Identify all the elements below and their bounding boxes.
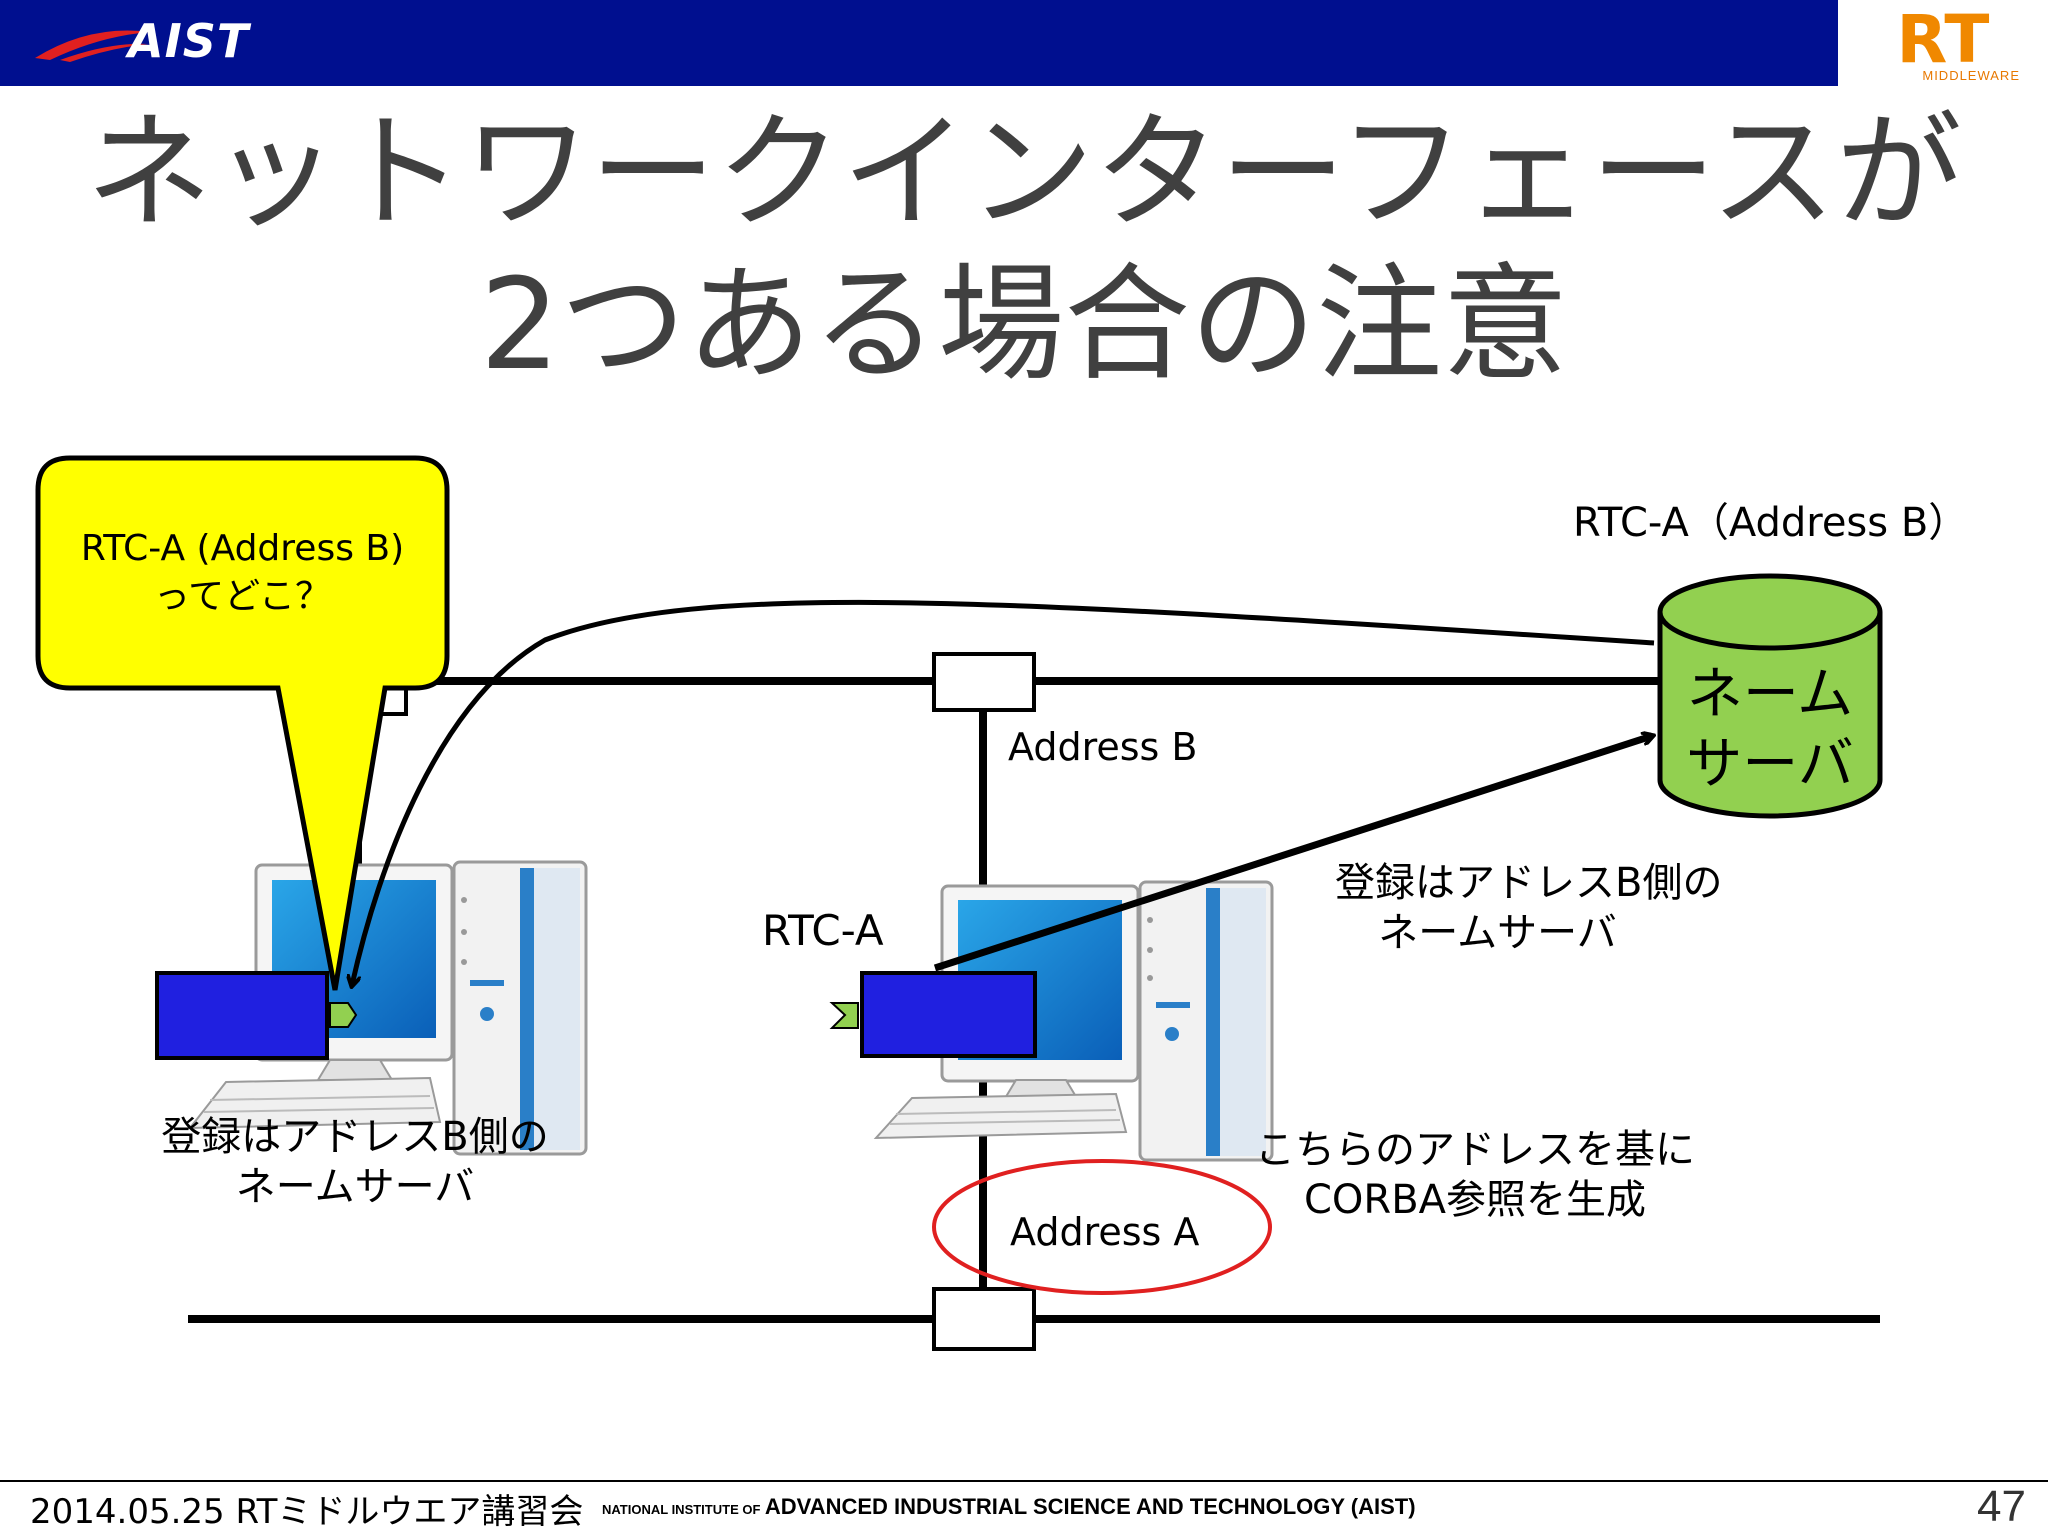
callout-line1: RTC-A (Address B) — [80, 528, 405, 569]
slide-title-line1: ネットワークインターフェースが — [85, 99, 1963, 246]
footer-institute-small: NATIONAL INSTITUTE OF — [602, 1502, 761, 1517]
corba-line2: CORBA参照を生成 — [1303, 1177, 1646, 1223]
name-server-cylinder-icon — [1657, 573, 1883, 819]
footer-divider — [0, 1480, 2048, 1482]
register-left-line2: ネームサーバ — [235, 1164, 475, 1210]
register-left-text: 登録はアドレスB側の ネームサーバ — [150, 1112, 560, 1212]
curved-query-arrow — [352, 599, 1655, 985]
corba-text: こちらのアドレスを基に CORBA参照を生成 — [1255, 1125, 1695, 1225]
name-server-line1: ネーム — [1686, 662, 1854, 727]
rt-logo-letters: RT — [1897, 1, 1990, 70]
right-rt-component — [829, 971, 1037, 1058]
footer-institute-big: ADVANCED INDUSTRIAL SCIENCE AND TECHNOLO… — [764, 1494, 1416, 1519]
rt-logo-subtext: MIDDLEWARE — [1922, 68, 2020, 83]
callout-text: RTC-A (Address B) ってどこ？ — [40, 525, 445, 621]
left-computer-icon — [187, 860, 588, 1156]
aist-logo-icon — [35, 30, 150, 62]
aist-logo-text: AIST — [128, 14, 250, 68]
footer-institute: NATIONAL INSTITUTE OF ADVANCED INDUSTRIA… — [602, 1494, 1416, 1520]
address-b-label: Address B — [1008, 725, 1198, 769]
address-a-highlight-ellipse — [932, 1159, 1272, 1295]
registration-arrow — [933, 736, 1652, 972]
register-right-line1: 登録はアドレスB側の — [1335, 860, 1723, 906]
rtc-a-label: RTC-A — [762, 906, 884, 955]
address-a-label: Address A — [1010, 1210, 1200, 1254]
rt-middleware-logo: RT MIDDLEWARE — [1838, 0, 2048, 86]
rt-logo-icon: RT — [1897, 1, 1990, 78]
register-right-text: 登録はアドレスB側の ネームサーバ — [1335, 858, 1723, 958]
register-right-line2: ネームサーバ — [1378, 910, 1617, 956]
callout-bubble — [35, 455, 450, 991]
lower-interface-box — [932, 1287, 1036, 1351]
name-server-address-label: RTC-A（Address B） — [1573, 500, 1969, 546]
register-left-line1: 登録はアドレスB側の — [161, 1114, 549, 1160]
slide-title-line2: 2つある場合の注意 — [479, 251, 1569, 398]
header-bar: AIST RT MIDDLEWARE — [0, 0, 2048, 86]
name-server-text: ネーム サーバ — [1655, 660, 1885, 800]
corba-line1: こちらのアドレスを基に — [1255, 1127, 1695, 1173]
page-number: 47 — [1977, 1482, 2026, 1531]
left-rt-component — [155, 971, 358, 1060]
callout-line2: ってどこ？ — [153, 576, 332, 617]
name-server-line2: サーバ — [1686, 732, 1854, 797]
footer-date-event: 2014.05.25 RTミドルウエア講習会 — [30, 1492, 584, 1532]
upper-interface-box — [932, 652, 1036, 712]
